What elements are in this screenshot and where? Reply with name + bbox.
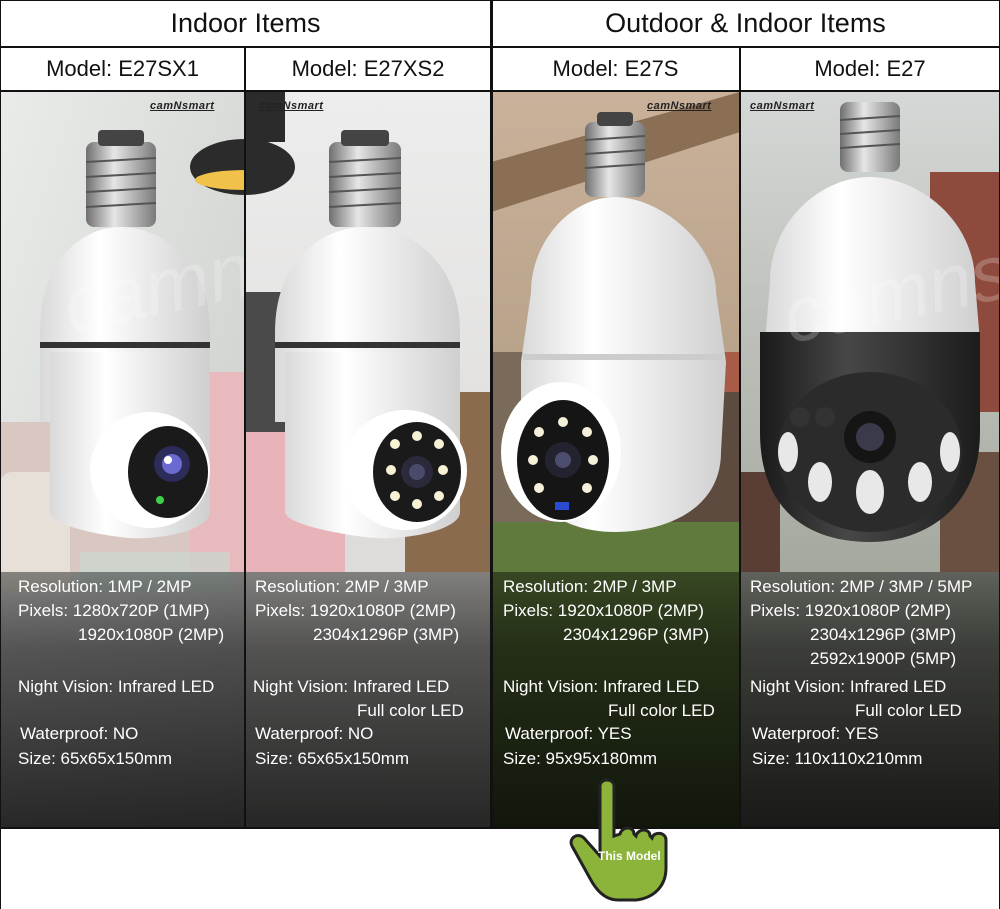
- model-divider: [0, 90, 1000, 92]
- spec-resolution: Resolution: 2MP / 3MP / 5MP: [750, 577, 973, 596]
- spec-pixels: Pixels: 1920x1080P (2MP): [255, 601, 456, 620]
- column-divider-1: [244, 46, 246, 829]
- spec-size: Size: 110x110x210mm: [752, 749, 923, 768]
- panel-e27: camNsmart camnsmart Resolution: 2MP / 3M…: [740, 92, 1000, 828]
- spec-pixels: Pixels: 1280x720P (1MP): [18, 601, 210, 620]
- spec-night-vision: Night Vision: Infrared LED: [253, 677, 450, 696]
- specs-panel-e27s: Resolution: 2MP / 3MP Pixels: 1920x1080P…: [491, 572, 740, 828]
- header-divider: [0, 46, 1000, 48]
- spec-resolution: Resolution: 1MP / 2MP: [18, 577, 192, 596]
- spec-pixels-2: 2304x1296P (3MP): [563, 625, 710, 644]
- spec-pixels: Pixels: 1920x1080P (2MP): [503, 601, 704, 620]
- header-outdoor-indoor: Outdoor & Indoor Items: [605, 7, 886, 38]
- spec-night-vision: Night Vision: Infrared LED: [503, 677, 700, 696]
- spec-waterproof: Waterproof: NO: [20, 724, 139, 743]
- outer-border-left: [0, 0, 1, 909]
- model-e27s: Model: E27S: [552, 56, 679, 81]
- bottom-divider: [0, 827, 1000, 829]
- spec-night-vision-2: Full color LED: [608, 701, 715, 720]
- spec-night-vision: Night Vision: Infrared LED: [750, 677, 947, 696]
- this-model-label: This Model: [598, 849, 661, 863]
- header-indoor: Indoor Items: [170, 7, 321, 38]
- brand-logo: camNsmart: [750, 100, 815, 112]
- spec-pixels-2: 1920x1080P (2MP): [78, 625, 225, 644]
- brand-logo: camNsmart: [150, 100, 215, 112]
- spec-pixels-3: 2592x1900P (5MP): [810, 649, 957, 668]
- spec-resolution: Resolution: 2MP / 3MP: [503, 577, 677, 596]
- spec-size: Size: 65x65x150mm: [255, 749, 410, 768]
- spec-pixels-2: 2304x1296P (3MP): [313, 625, 460, 644]
- outer-border-top: [0, 0, 1000, 1]
- spec-size: Size: 65x65x150mm: [18, 749, 173, 768]
- specs-panel-e27xs2: Resolution: 2MP / 3MP Pixels: 1920x1080P…: [245, 572, 491, 828]
- spec-pixels: Pixels: 1920x1080P (2MP): [750, 601, 951, 620]
- brand-logo: camNsmart: [647, 100, 712, 112]
- spec-size: Size: 95x95x180mm: [503, 749, 658, 768]
- model-e27sx1: Model: E27SX1: [46, 56, 199, 81]
- spec-waterproof: Waterproof: NO: [255, 724, 374, 743]
- spec-night-vision-2: Full color LED: [357, 701, 464, 720]
- panel-e27xs2: camNsmart Resolution: 2MP / 3MP Pixels: …: [245, 92, 491, 828]
- spec-resolution: Resolution: 2MP / 3MP: [255, 577, 429, 596]
- pointing-hand-icon: [569, 778, 668, 902]
- group-divider: [490, 0, 493, 829]
- spec-waterproof: Waterproof: YES: [505, 724, 632, 743]
- column-divider-3: [739, 46, 741, 829]
- specs-panel-e27sx1: Resolution: 1MP / 2MP Pixels: 1280x720P …: [0, 572, 245, 828]
- specs-panel-e27: Resolution: 2MP / 3MP / 5MP Pixels: 1920…: [740, 572, 1000, 828]
- spec-night-vision: Night Vision: Infrared LED: [18, 677, 215, 696]
- panel-e27sx1: camNsmart camnsmart Resolution: 1MP / 2M…: [0, 92, 245, 828]
- model-e27: Model: E27: [814, 56, 926, 81]
- spec-night-vision-2: Full color LED: [855, 701, 962, 720]
- brand-logo: camNsmart: [259, 100, 324, 112]
- spec-waterproof: Waterproof: YES: [752, 724, 879, 743]
- panel-e27s: camNsmart Resolution: 2MP / 3MP Pixels: …: [491, 92, 740, 828]
- model-e27xs2: Model: E27XS2: [291, 56, 445, 81]
- spec-pixels-2: 2304x1296P (3MP): [810, 625, 957, 644]
